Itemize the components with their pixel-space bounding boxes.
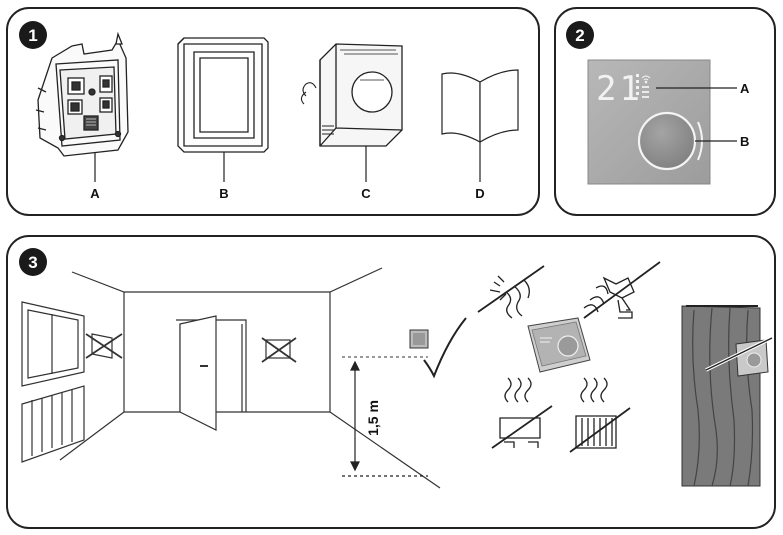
label-c-part-1: C — [361, 186, 371, 201]
no-sunlight-icon — [477, 265, 545, 319]
panel-3-badge: 3 — [19, 248, 47, 276]
height-dimension — [342, 360, 428, 477]
panel-1-package-contents: 1 A — [6, 7, 540, 216]
cover-frame-icon — [177, 37, 269, 153]
window-icon — [21, 301, 85, 387]
thermostat-center-icon — [527, 317, 591, 373]
curtain-icon — [681, 305, 773, 487]
label-d-part-1: D — [475, 186, 484, 201]
radiator-icon — [21, 385, 85, 463]
panel-1-badge: 1 — [19, 21, 47, 49]
no-radiator-icon — [569, 377, 631, 453]
panel-1-frame — [6, 7, 540, 216]
door-icon — [176, 315, 247, 431]
height-label: 1,5 m — [365, 400, 381, 436]
wrong-location-left-icon — [85, 333, 123, 359]
display-digits: 21 — [596, 69, 643, 109]
panel-3-mounting-location: 3 — [6, 235, 776, 529]
manual-booklet-icon — [441, 69, 519, 144]
temperature-display: 21 — [596, 69, 643, 109]
no-heater-icon — [491, 377, 553, 449]
label-a-part-1: A — [90, 186, 100, 201]
flush-mount-insert-icon — [35, 31, 129, 157]
label-b-part-1: B — [219, 186, 228, 201]
correct-location-icon — [342, 317, 467, 379]
panel-3-number: 3 — [28, 253, 37, 272]
panel-1-number: 1 — [28, 26, 37, 45]
thermostat-device-icon — [300, 43, 403, 147]
panel-2-device-overview: 2 21 — [554, 7, 776, 216]
thermostat-front-view: 21 — [587, 59, 711, 185]
wrong-location-back-icon — [261, 337, 297, 363]
wifi-icon — [641, 75, 651, 84]
panel-2-frame — [554, 7, 776, 216]
label-b-part-2: B — [740, 134, 749, 149]
panel-2-number: 2 — [575, 26, 584, 45]
status-icons — [642, 86, 649, 98]
panel-2-badge: 2 — [566, 21, 594, 49]
panel-3-frame — [6, 235, 776, 529]
room-illustration — [21, 267, 441, 489]
label-a-part-2: A — [740, 81, 750, 96]
no-draft-icon — [583, 261, 661, 319]
